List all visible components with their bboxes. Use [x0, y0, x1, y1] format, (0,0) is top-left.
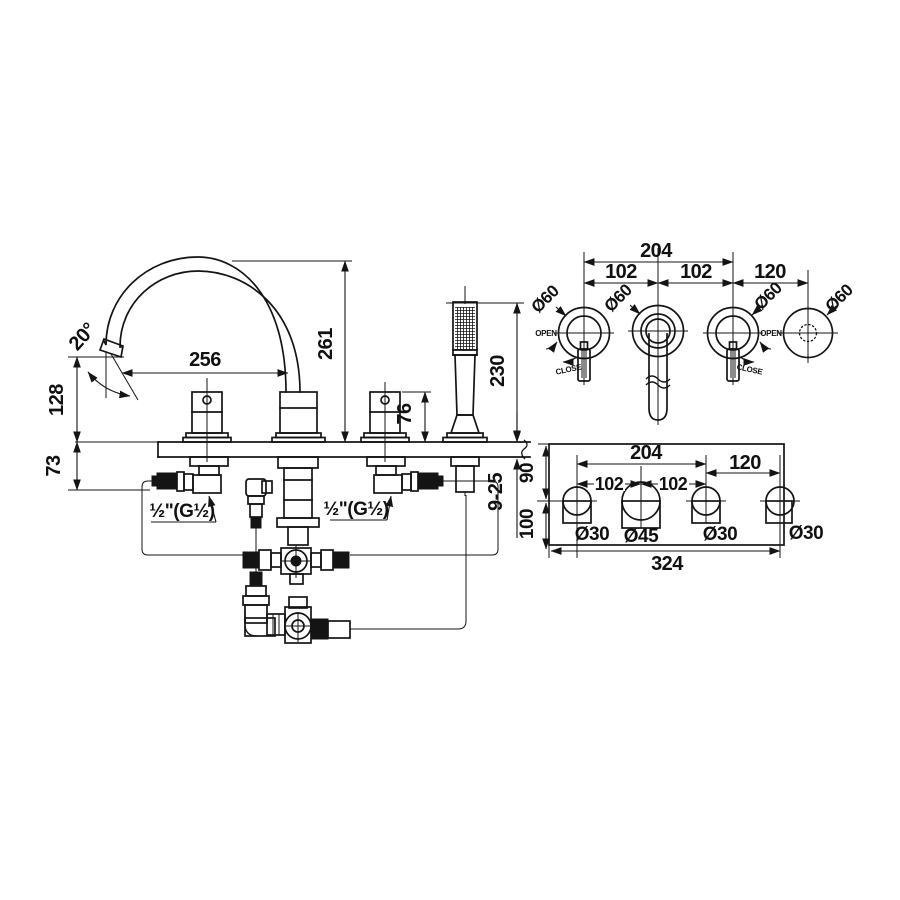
hole-2 [621, 481, 661, 529]
handle-screw-icon [380, 395, 390, 405]
left-supply-hose [141, 480, 243, 556]
dim-outlet-height: 128 [46, 384, 68, 416]
spout-arc [87, 256, 301, 401]
spout-underdeck-body [242, 456, 350, 585]
dim-edge-to-centerline: 90 [517, 463, 538, 483]
dim-spacing-left-plan: 102 [595, 474, 624, 494]
shower-supply-elbow [245, 478, 273, 572]
handshower-shank [450, 456, 480, 496]
right-connection-label: ½"(G½) [323, 499, 388, 520]
handshower-hose [350, 495, 467, 630]
dim-shower-height: 230 [487, 355, 509, 387]
spout-top [631, 304, 685, 421]
left-handle-connection [141, 456, 243, 556]
left-handle-top [557, 306, 611, 382]
right-connection-leader [385, 495, 394, 521]
dim-spacing-right: 102 [680, 261, 712, 283]
dim-centerline-to-front: 100 [517, 509, 538, 539]
dim-shower-spacing-plan: 120 [729, 452, 761, 474]
tube-break-squiggle [645, 375, 671, 389]
right-supply-hose [350, 480, 499, 556]
connection-labels: ½"(G½) ½"(G½) [149, 495, 394, 523]
diverter-assembly [242, 495, 467, 644]
plan-dimensions: 204 120 102 102 324 90 100 [517, 442, 781, 575]
hole-4 [765, 486, 795, 524]
shower-head-texture [455, 307, 475, 350]
front-dimensions: 128 73 256 261 76 230 9-25 20° [43, 260, 524, 538]
dim-spout-height: 261 [315, 328, 337, 360]
hole2-diameter: Ø45 [624, 526, 659, 547]
top-dimensions: 204 102 102 120 [583, 240, 809, 312]
hole4-diameter: Ø30 [789, 523, 823, 544]
spout-column-front [271, 391, 326, 443]
open-label-right: OPEN [760, 329, 782, 338]
dim-hole-spread: 204 [630, 442, 663, 464]
hole-plan-view: Ø30 Ø45 Ø30 Ø30 204 120 102 102 324 90 1… [517, 442, 824, 575]
handle-screw-icon [202, 395, 212, 405]
hole1-diameter: Ø30 [575, 524, 609, 545]
dim-below-deck: 73 [43, 455, 65, 477]
dim-spacing-left: 102 [605, 261, 637, 283]
dim-deck-thickness: 9-25 [485, 473, 507, 511]
front-elevation-view: 128 73 256 261 76 230 9-25 20° ½"(G½) [43, 256, 531, 644]
hole3-diameter: Ø30 [703, 524, 737, 545]
right-handle-front [360, 382, 410, 462]
left-handle-front [182, 378, 232, 462]
dim-total-width: 324 [651, 553, 684, 575]
hand-shower-front [442, 286, 488, 443]
dim-shower-spacing: 120 [754, 261, 786, 283]
dim-spout-reach: 256 [189, 349, 221, 371]
dim-spacing-right-plan: 102 [659, 474, 688, 494]
right-handle-connection [350, 456, 499, 556]
deck-break-squiggle [521, 439, 528, 460]
dim-handle-height: 76 [394, 403, 416, 425]
open-label-left: OPEN [535, 329, 557, 338]
left-connection-leader [208, 495, 217, 523]
left-connection-label: ½"(G½) [149, 501, 214, 522]
angle-arc [87, 371, 131, 399]
dim-handle-spread: 204 [640, 240, 673, 262]
